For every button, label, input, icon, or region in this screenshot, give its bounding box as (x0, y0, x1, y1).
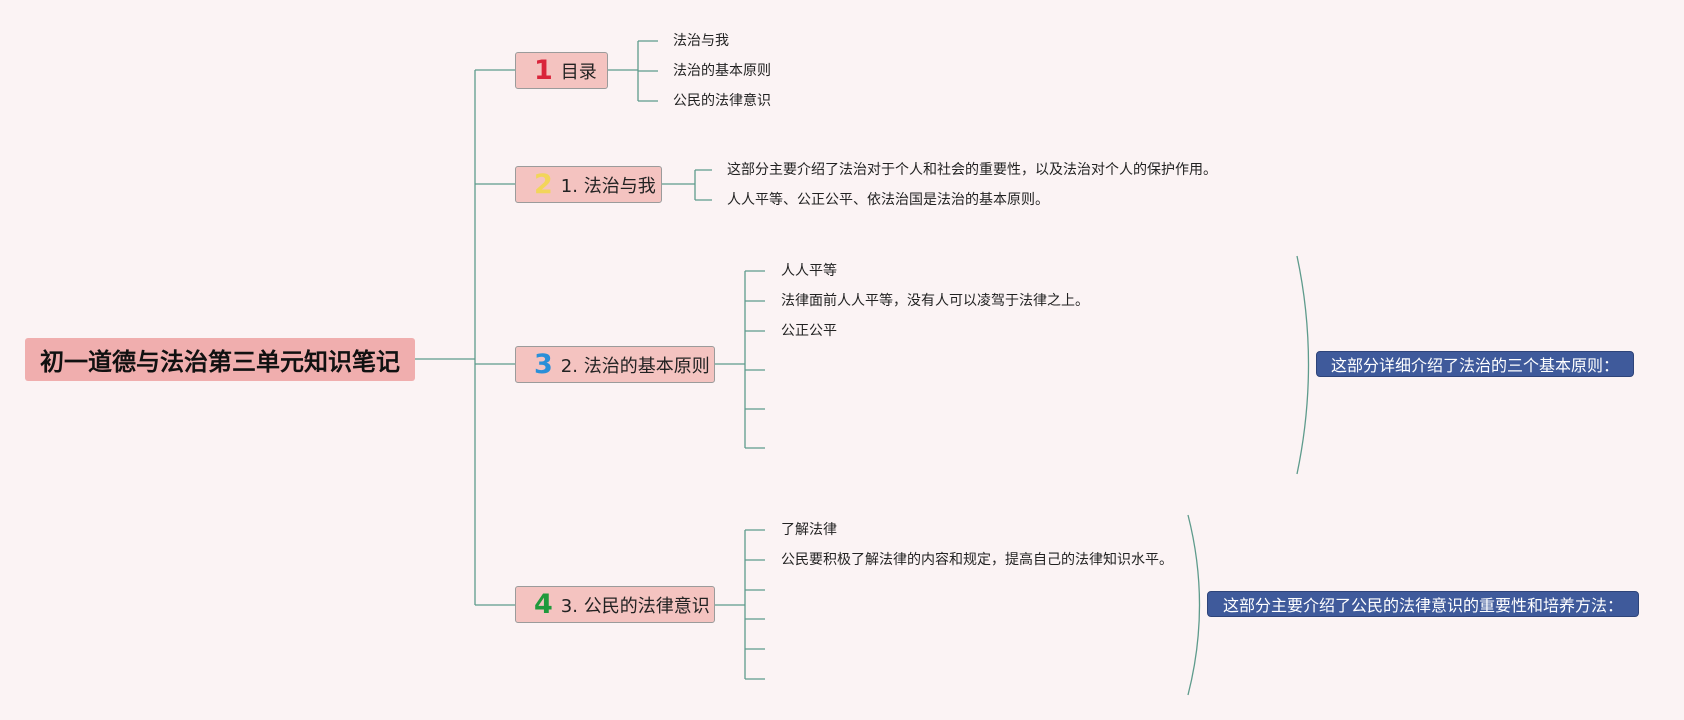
branch-legal-awareness[interactable]: 4 3. 公民的法律意识 (515, 586, 715, 623)
summary-brace (1296, 255, 1310, 475)
leaf-item[interactable]: 公正公平 (781, 323, 837, 339)
branch-rule-of-law-and-me[interactable]: 2 1. 法治与我 (515, 166, 662, 203)
number-3-icon: 3 (534, 349, 553, 380)
leaf-item[interactable]: 人人平等 (781, 263, 837, 279)
branch-label: 1. 法治与我 (560, 175, 656, 197)
leaf-item[interactable]: 了解法律 (781, 522, 837, 538)
branch-basic-principles[interactable]: 3 2. 法治的基本原则 (515, 346, 715, 383)
summary-basic-principles[interactable]: 这部分详细介绍了法治的三个基本原则： (1316, 351, 1634, 377)
number-1-icon: 1 (534, 55, 553, 86)
number-2-icon: 2 (534, 169, 553, 200)
number-4-icon: 4 (534, 589, 553, 620)
leaf-item[interactable]: 人人平等、公正公平、依法治国是法治的基本原则。 (727, 192, 1049, 208)
branch-label: 3. 公民的法律意识 (560, 595, 710, 617)
branch-contents[interactable]: 1 目录 (515, 52, 608, 89)
leaf-item[interactable]: 法律面前人人平等，没有人可以凌驾于法律之上。 (781, 293, 1089, 309)
summary-legal-awareness[interactable]: 这部分主要介绍了公民的法律意识的重要性和培养方法： (1207, 591, 1639, 617)
leaf-item[interactable]: 法治的基本原则 (673, 63, 771, 79)
summary-text: 这部分主要介绍了公民的法律意识的重要性和培养方法： (1222, 596, 1623, 615)
leaf-item[interactable]: 这部分主要介绍了法治对于个人和社会的重要性，以及法治对个人的保护作用。 (727, 162, 1217, 178)
branch-label: 目录 (560, 61, 597, 83)
root-topic[interactable]: 初一道德与法治第三单元知识笔记 (25, 338, 415, 381)
root-title: 初一道德与法治第三单元知识笔记 (40, 348, 400, 376)
branch-label: 2. 法治的基本原则 (560, 355, 710, 377)
summary-brace (1187, 514, 1201, 696)
leaf-item[interactable]: 公民要积极了解法律的内容和规定，提高自己的法律知识水平。 (781, 552, 1173, 568)
leaf-item[interactable]: 公民的法律意识 (673, 93, 771, 109)
leaf-item[interactable]: 法治与我 (673, 33, 729, 49)
summary-text: 这部分详细介绍了法治的三个基本原则： (1330, 356, 1619, 375)
